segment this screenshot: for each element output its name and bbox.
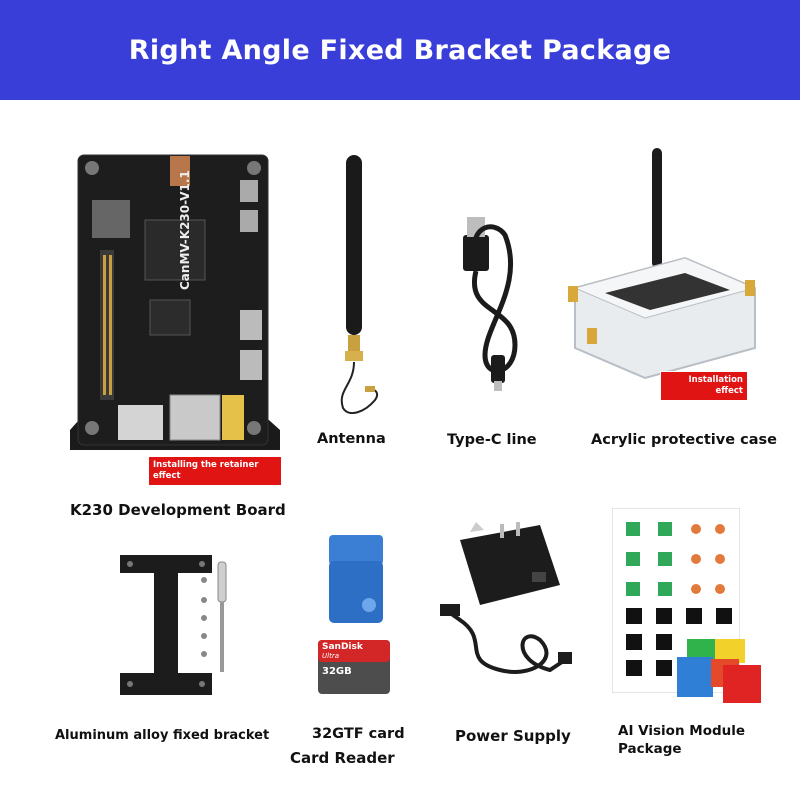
title-banner: Right Angle Fixed Bracket Package (0, 0, 800, 100)
page-title: Right Angle Fixed Bracket Package (128, 34, 672, 66)
acrylic-case-image (565, 148, 765, 388)
board-installation-tag: Installing the retainer effect (148, 456, 282, 486)
bracket-label: Aluminum alloy fixed bracket (55, 728, 270, 743)
board-label: K230 Development Board (70, 501, 286, 519)
k230-board-image: CanMV-K230-V1.1 (70, 150, 280, 460)
card-sub-text: Ultra (322, 652, 339, 660)
card-reader-label: Card Reader (290, 749, 395, 767)
aluminum-bracket-image (112, 545, 222, 705)
color-cubes-image (675, 635, 765, 705)
typec-label: Type-C line (447, 432, 537, 448)
antenna-image (335, 150, 385, 420)
ai-vision-label: AI Vision Module (618, 723, 746, 739)
card-label: 32GTF card (312, 726, 405, 742)
board-silkscreen-text: CanMV-K230-V1.1 (178, 170, 192, 290)
typec-cable-image (455, 215, 535, 395)
power-supply-image (440, 520, 580, 690)
card-size-text: 32GB (322, 666, 352, 677)
power-supply-label: Power Supply (455, 727, 571, 745)
case-installation-tag: Installation effect (660, 371, 748, 401)
screws-screwdriver-image (196, 560, 236, 680)
card-reader-image (325, 535, 387, 625)
case-label: Acrylic protective case (591, 432, 777, 448)
ai-vision-label-2: Package (618, 741, 682, 757)
antenna-label: Antenna (317, 431, 386, 447)
sd-card-image: SanDisk Ultra 32GB (318, 640, 390, 694)
card-brand-text: SanDisk (322, 642, 363, 652)
